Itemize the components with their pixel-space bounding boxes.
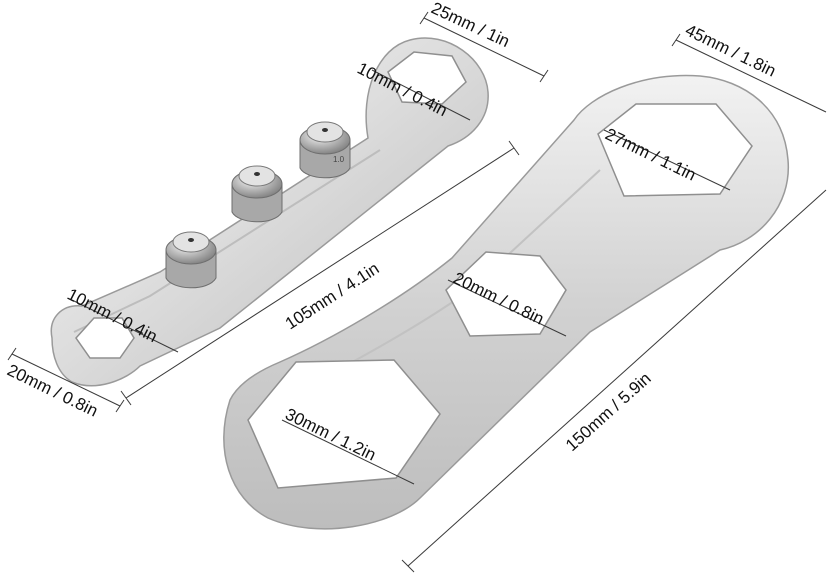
nozzle-3-label: 1.0 bbox=[333, 155, 345, 164]
dimension-lines bbox=[7, 11, 827, 573]
small-bottom-hex-hole bbox=[75, 317, 135, 359]
small-top-hex-hole bbox=[387, 51, 467, 105]
dim-large-wrench-width: 45mm / 1.8in bbox=[682, 21, 779, 81]
nozzle-3: 1.0 bbox=[299, 121, 351, 179]
large-bottom-hex-hole bbox=[247, 359, 441, 489]
dim-large-wrench-length: 150mm / 5.9in bbox=[562, 369, 655, 455]
large-top-hex-hole bbox=[597, 103, 753, 197]
nozzle-1 bbox=[165, 231, 217, 289]
large-wrench bbox=[223, 74, 789, 530]
nozzle-2 bbox=[231, 165, 283, 223]
large-middle-hex-hole bbox=[445, 251, 567, 337]
